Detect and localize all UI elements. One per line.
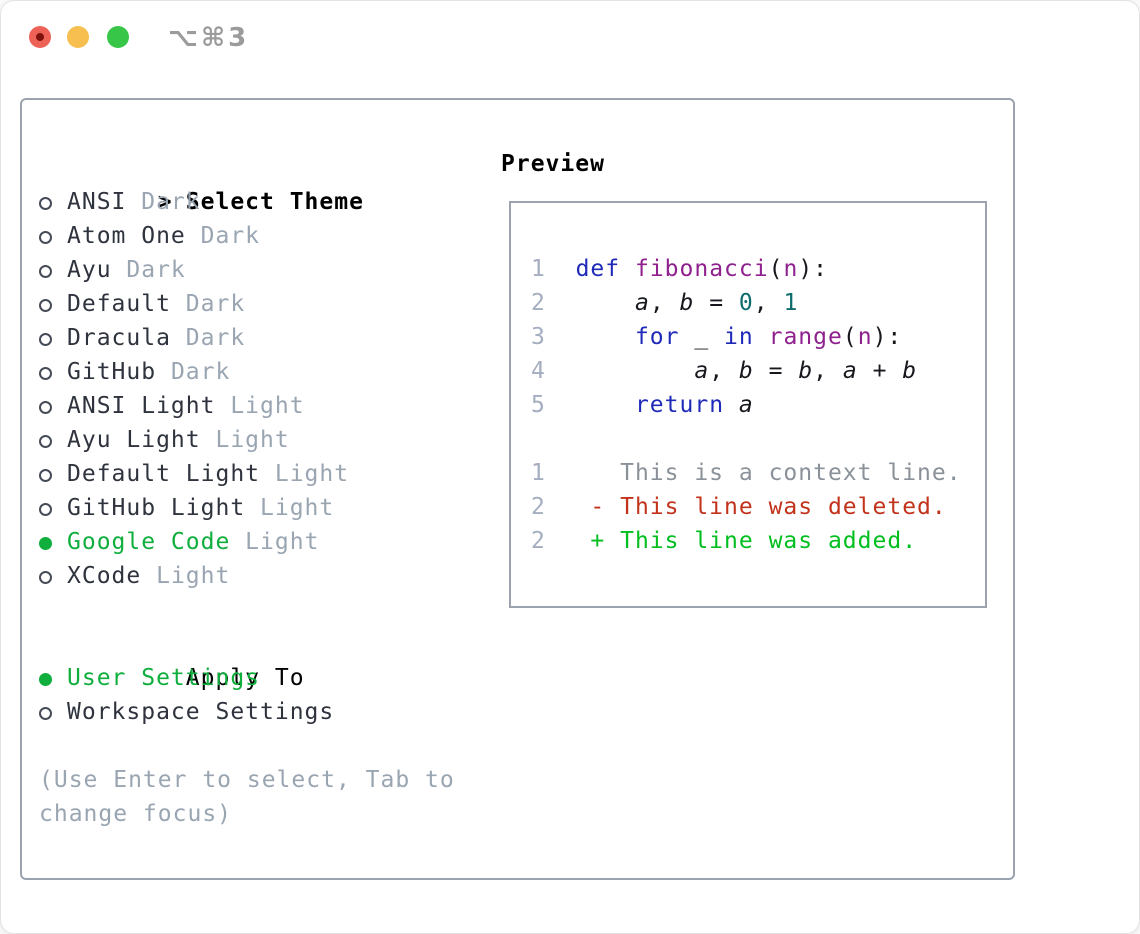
option-variant: Dark <box>156 359 231 385</box>
close-button[interactable] <box>29 26 51 48</box>
option-label: ANSI Light <box>67 393 216 419</box>
line-number: 2 <box>531 290 546 316</box>
code-line: 3 for _ in range(n): <box>531 324 903 350</box>
close-dot-icon <box>36 33 44 41</box>
line-number: 1 <box>531 256 546 282</box>
spacer <box>531 422 985 456</box>
option-variant: Light <box>215 393 305 419</box>
radio-selected-icon <box>39 537 52 550</box>
apply-to-header: Apply To <box>39 627 455 691</box>
radio-icon <box>39 401 52 414</box>
radio-icon <box>39 367 52 380</box>
select-theme-header: > Select Theme <box>39 151 455 215</box>
theme-option-dracula[interactable]: Dracula Dark <box>39 321 455 355</box>
theme-option-default[interactable]: Default Dark <box>39 287 455 321</box>
code-line: 2 a, b = 0, 1 <box>531 290 799 316</box>
option-label: XCode <box>67 563 142 589</box>
preview-title: Preview <box>501 151 605 177</box>
code-preview: 1 def fibonacci(n): 2 a, b = 0, 1 3 for _ … <box>531 252 985 422</box>
code-line: 5 return a <box>531 392 754 418</box>
theme-option-ayu-light[interactable]: Ayu Light Light <box>39 423 455 457</box>
apply-option-user-settings[interactable]: User Settings <box>39 661 455 695</box>
code-line: 4 a, b = b, a + b <box>531 358 918 384</box>
preview-box: 1 def fibonacci(n): 2 a, b = 0, 1 3 for _ … <box>509 201 987 608</box>
hint-text-line2: change focus) <box>39 801 233 827</box>
option-variant: Dark <box>170 291 246 317</box>
theme-option-ansi[interactable]: ANSI Dark <box>39 185 455 219</box>
titlebar: ⌥⌘3 <box>1 1 1139 97</box>
radio-icon <box>39 333 52 346</box>
theme-option-github-light[interactable]: GitHub Light Light <box>39 491 455 525</box>
radio-icon <box>39 571 52 584</box>
line-number: 5 <box>531 392 546 418</box>
option-label: Workspace Settings <box>67 699 335 725</box>
diff-line-del: 2 - This line was deleted. <box>531 494 947 520</box>
line-number: 2 <box>531 494 546 520</box>
radio-icon <box>39 435 52 448</box>
theme-option-xcode[interactable]: XCode Light <box>39 559 455 593</box>
theme-option-default-light[interactable]: Default Light Light <box>39 457 455 491</box>
code-line: 1 def fibonacci(n): <box>531 256 829 282</box>
option-variant: Light <box>200 427 290 453</box>
minimize-button[interactable] <box>67 26 89 48</box>
theme-option-atom-one[interactable]: Atom One Dark <box>39 219 455 253</box>
theme-option-ayu[interactable]: Ayu Dark <box>39 253 455 287</box>
option-variant: Light <box>260 461 350 487</box>
option-variant: Light <box>230 529 320 555</box>
radio-icon <box>39 265 52 278</box>
window-title: ⌥⌘3 <box>168 23 250 53</box>
option-label: Atom One <box>67 223 186 249</box>
theme-option-github[interactable]: GitHub Dark <box>39 355 455 389</box>
select-theme-title: Select Theme <box>185 189 364 215</box>
option-label: Default <box>67 291 171 317</box>
apply-option-workspace-settings[interactable]: Workspace Settings <box>39 695 455 729</box>
hint-text-line1: (Use Enter to select, Tab to <box>39 767 455 793</box>
option-variant: Dark <box>126 189 201 215</box>
line-number: 4 <box>531 358 546 384</box>
option-variant: Dark <box>111 257 186 283</box>
option-variant: Light <box>141 563 231 589</box>
option-label: Ayu <box>67 257 112 283</box>
option-label: ANSI <box>67 189 127 215</box>
option-label: GitHub <box>67 359 157 385</box>
line-number: 1 <box>531 460 546 486</box>
option-label: Default Light <box>67 461 261 487</box>
option-label: GitHub Light <box>67 495 246 521</box>
option-variant: Light <box>245 495 335 521</box>
option-label: User Settings <box>67 665 261 691</box>
diff-preview: 1 This is a context line. 2 - This line w… <box>531 456 985 558</box>
radio-icon <box>39 503 52 516</box>
option-label: Dracula <box>67 325 171 351</box>
radio-icon <box>39 299 52 312</box>
option-label: Google Code <box>67 529 231 555</box>
radio-icon <box>39 707 52 720</box>
diff-line-add: 2 + This line was added. <box>531 528 918 554</box>
theme-option-google-code[interactable]: Google Code Light <box>39 525 455 559</box>
option-variant: Dark <box>170 325 246 351</box>
radio-selected-icon <box>39 673 52 686</box>
spacer <box>39 729 455 763</box>
option-variant: Dark <box>185 223 261 249</box>
radio-icon <box>39 469 52 482</box>
diff-line-ctx: 1 This is a context line. <box>531 460 962 486</box>
spacer <box>39 593 455 627</box>
line-number: 2 <box>531 528 546 554</box>
line-number: 3 <box>531 324 546 350</box>
selection-caret: > <box>157 189 173 215</box>
radio-icon <box>39 231 52 244</box>
maximize-button[interactable] <box>107 26 129 48</box>
option-label: Ayu Light <box>67 427 201 453</box>
theme-option-ansi-light[interactable]: ANSI Light Light <box>39 389 455 423</box>
radio-icon <box>39 197 52 210</box>
apply-to-title: Apply To <box>185 665 305 691</box>
